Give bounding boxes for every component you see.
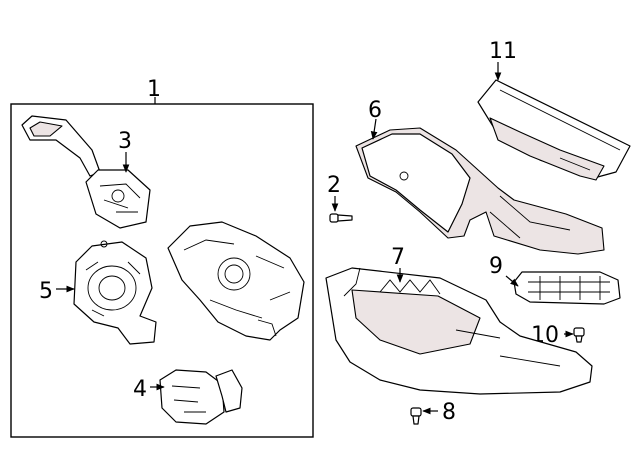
- callout-4: 4: [133, 377, 147, 402]
- part-3-turn-signal-switch: 3: [21, 115, 151, 229]
- part-4-ignition-switch: 4: [133, 369, 243, 425]
- part-6-upper-shroud: 6: [355, 98, 605, 255]
- callout-5: 5: [39, 279, 53, 304]
- callout-9: 9: [489, 254, 503, 279]
- callout-1: 1: [147, 77, 161, 102]
- part-2-screw: 2: [327, 173, 353, 223]
- callout-7: 7: [391, 245, 405, 270]
- part-8-screw: 8: [410, 400, 456, 425]
- callout-11: 11: [489, 39, 517, 64]
- steering-column-housing: [167, 221, 305, 341]
- callout-8: 8: [442, 400, 456, 425]
- part-5-clockspring: 5: [39, 240, 157, 345]
- callout-3: 3: [118, 129, 132, 154]
- callout-6: 6: [368, 98, 382, 123]
- callout-2: 2: [327, 173, 341, 198]
- part-11-trim-panel: 11: [477, 39, 631, 181]
- part-9-module: 9: [489, 254, 621, 305]
- assembly-group-box: 1: [10, 77, 314, 438]
- part-7-lower-shroud: 7: [325, 245, 593, 395]
